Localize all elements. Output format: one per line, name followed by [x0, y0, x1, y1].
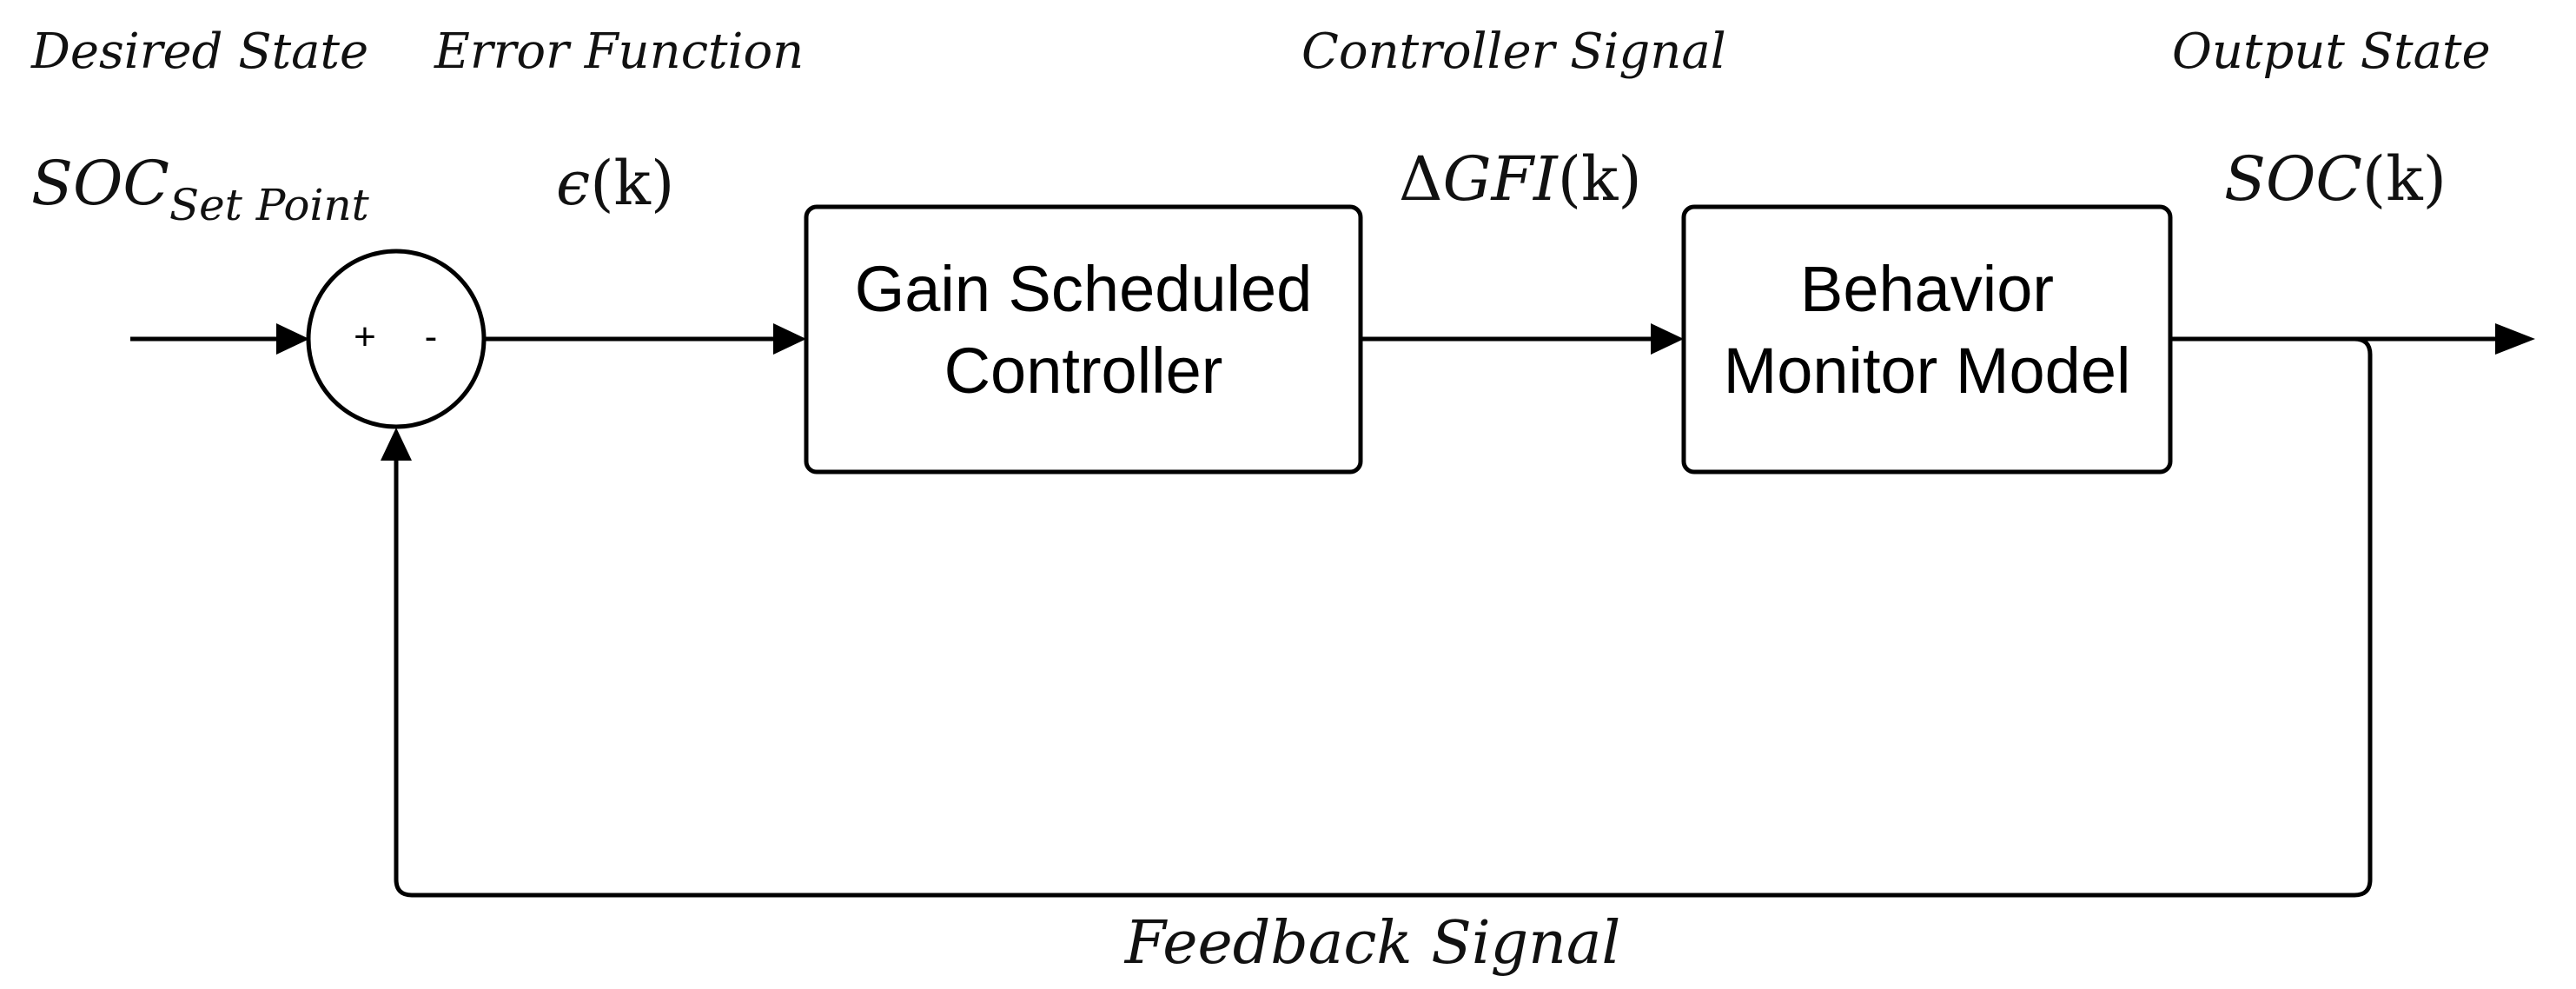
- controller-signal-caption: Controller Signal: [1301, 23, 1726, 80]
- error-epsilon: ϵ: [556, 148, 590, 219]
- controller-label-line1: Gain Scheduled: [855, 253, 1313, 325]
- control-main: GFI: [1443, 143, 1559, 215]
- error-function-caption: Error Function: [434, 23, 804, 80]
- plant-label-line2: Monitor Model: [1724, 335, 2131, 407]
- plant-label-line1: Behavior: [1800, 253, 2054, 325]
- summing-junction: [306, 249, 487, 429]
- error-signal-arrowhead: [773, 323, 806, 355]
- feedback-signal-caption: Feedback Signal: [1123, 909, 1620, 978]
- controller-signal-arrowhead: [1651, 323, 1684, 355]
- output-arrowhead: [2495, 323, 2535, 355]
- controller-signal-symbol: ΔGFI(k): [1399, 143, 1642, 215]
- controller-label-line2: Controller: [944, 335, 1223, 407]
- setpoint-subscript: Set Point: [169, 180, 370, 230]
- input-arrowhead: [276, 323, 309, 355]
- control-argument: (k): [1558, 143, 1642, 215]
- summing-plus-sign: +: [354, 315, 376, 358]
- output-symbol: SOC(k): [2224, 143, 2447, 215]
- feedback-arrowhead: [381, 428, 412, 461]
- setpoint-symbol: SOCSet Point: [31, 148, 370, 230]
- error-symbol: ϵ(k): [556, 148, 674, 219]
- output-state-caption: Output State: [2172, 23, 2491, 80]
- control-delta: Δ: [1399, 143, 1443, 215]
- desired-state-caption: Desired State: [30, 23, 368, 80]
- output-argument: (k): [2362, 143, 2447, 215]
- error-argument: (k): [590, 148, 674, 219]
- setpoint-main: SOC: [31, 148, 169, 219]
- summing-minus-sign: -: [425, 315, 438, 358]
- feedback-path: [394, 336, 2373, 898]
- output-main: SOC: [2224, 143, 2362, 215]
